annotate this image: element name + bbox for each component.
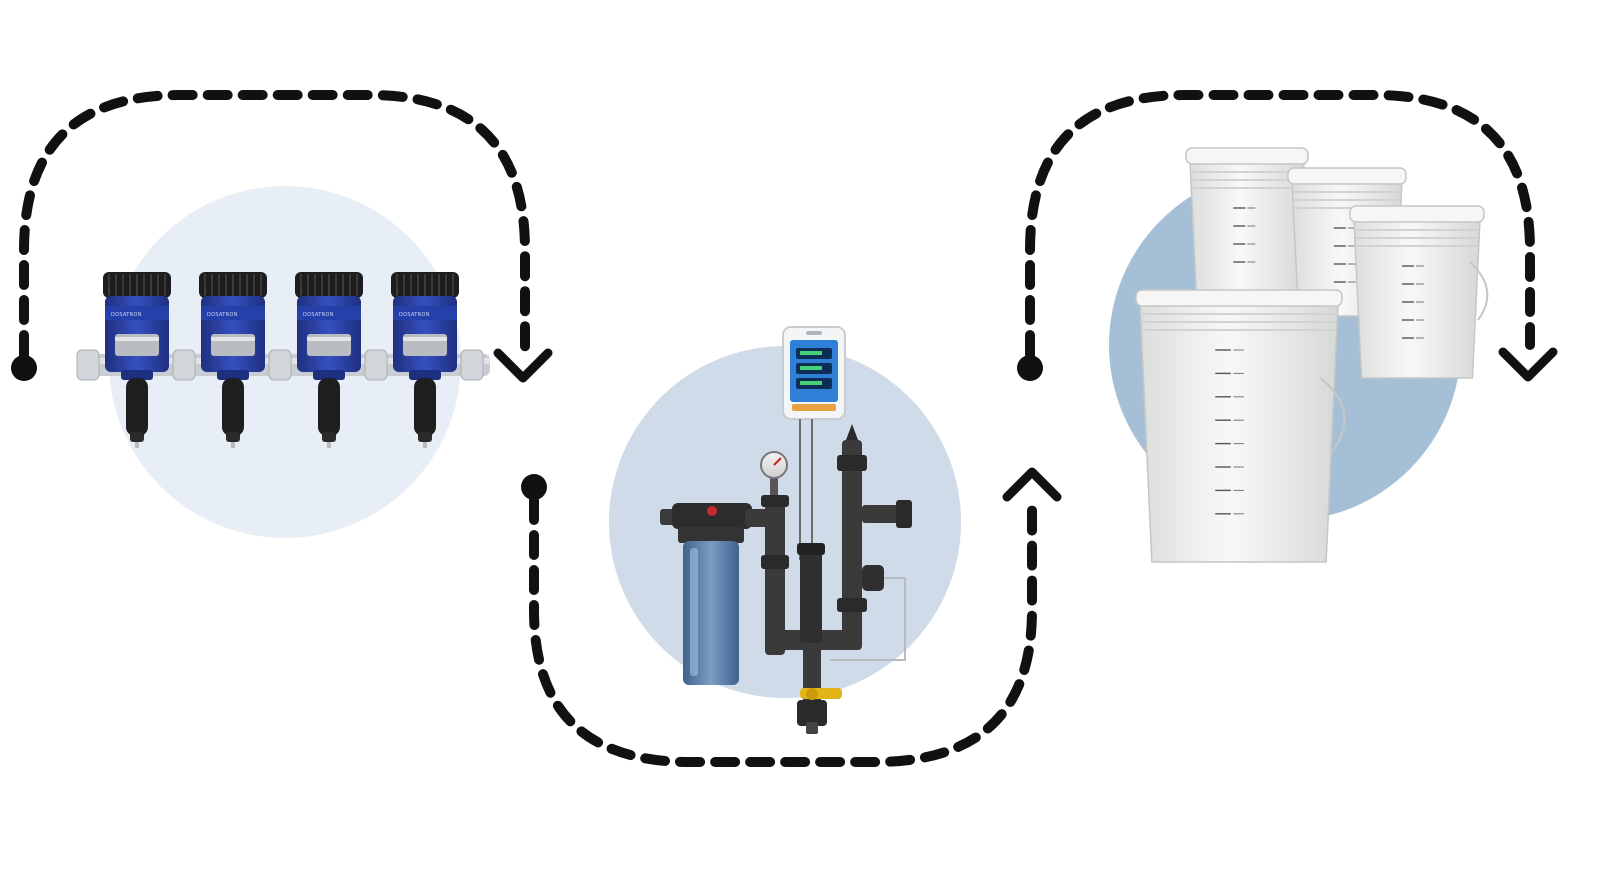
pressure-gauge-icon — [760, 451, 788, 497]
end-coupling — [460, 349, 484, 381]
buckets-illustration — [1135, 147, 1489, 563]
brand-label: DOSATRON — [111, 312, 142, 318]
connector-buckets-to-end — [1017, 90, 1558, 382]
arrow-down-icon — [1498, 347, 1558, 382]
dosing-pump: DOSATRON — [268, 272, 363, 448]
brand-label: DOSATRON — [399, 312, 430, 318]
graduated-bucket — [1349, 205, 1485, 379]
graduated-bucket — [1185, 147, 1309, 307]
controller-display — [782, 326, 846, 420]
arrow-up-icon — [1002, 467, 1062, 502]
bucket-handle — [1319, 377, 1346, 453]
dashed-arc — [529, 495, 1037, 767]
dosing-pumps-illustration: DOSATRON DOSATRON DOSATRON DOSATRON — [76, 272, 490, 448]
dashed-arc — [19, 90, 530, 360]
connector-dosers-to-controller — [11, 90, 553, 383]
brand-label: DOSATRON — [303, 312, 334, 318]
connector-start-dot — [1017, 355, 1043, 381]
filter-controller-illustration — [660, 326, 912, 734]
connector-start-dot — [521, 474, 547, 500]
connector-controller-to-buckets — [521, 467, 1062, 767]
dosing-pump: DOSATRON — [76, 272, 171, 448]
dosing-pump: DOSATRON — [364, 272, 459, 448]
connector-start-dot — [11, 355, 37, 381]
dosing-pump: DOSATRON — [172, 272, 267, 448]
brand-label: DOSATRON — [207, 312, 238, 318]
graduated-bucket — [1135, 289, 1343, 563]
bucket-handle — [1469, 261, 1489, 321]
arrow-down-icon — [493, 348, 553, 383]
dashed-arc — [1025, 90, 1535, 360]
manifold-piping — [745, 424, 912, 734]
filter-housing — [660, 503, 752, 685]
